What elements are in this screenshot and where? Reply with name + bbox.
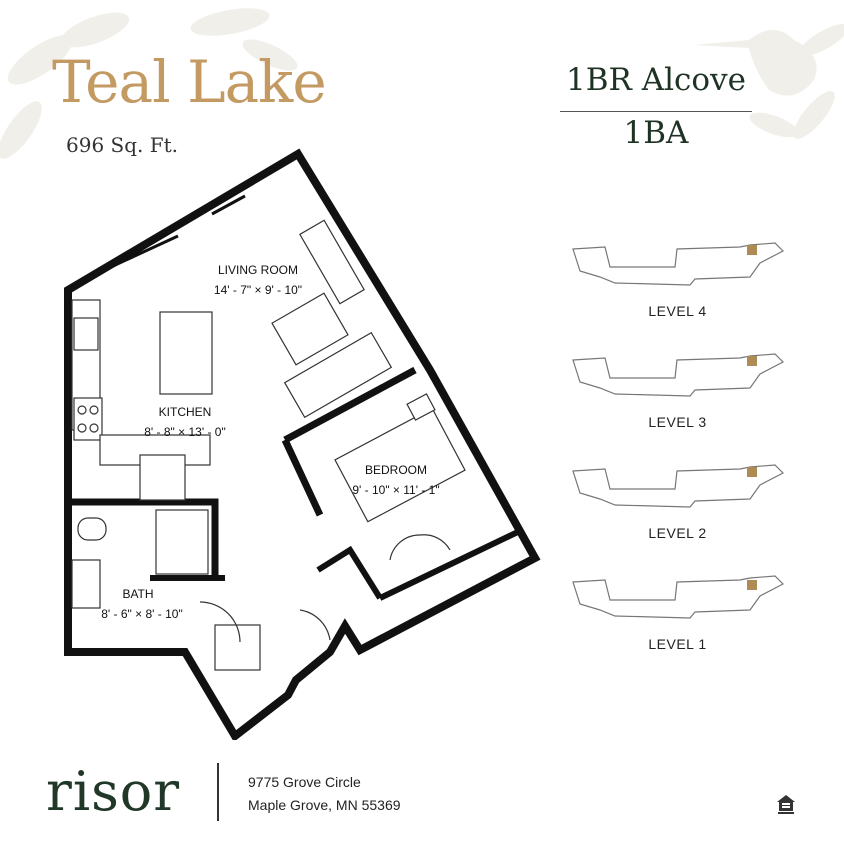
stove bbox=[73, 397, 103, 441]
door-swing bbox=[299, 609, 331, 641]
bath-vanity bbox=[71, 559, 101, 609]
room-size: 14' - 7" × 9' - 10" bbox=[214, 283, 302, 297]
level-label: LEVEL 1 bbox=[648, 636, 707, 652]
equal-housing-opportunity-icon bbox=[777, 795, 795, 814]
room-size: 8' - 6" × 8' - 10" bbox=[101, 607, 182, 621]
kitchen-island bbox=[159, 311, 213, 395]
floor-plan: LIVING ROOM 14' - 7" × 9' - 10" KITCHEN … bbox=[64, 148, 541, 740]
hummingbird-decoration bbox=[694, 23, 844, 139]
address-line-2: Maple Grove, MN 55369 bbox=[248, 797, 401, 813]
bed bbox=[334, 407, 466, 523]
toilet bbox=[77, 517, 107, 541]
bathroom-count: 1BA bbox=[623, 115, 689, 151]
tv-console bbox=[299, 219, 365, 305]
unit-divider bbox=[560, 111, 752, 112]
dining-table bbox=[139, 454, 186, 501]
interior-wall bbox=[281, 438, 324, 517]
nightstand bbox=[406, 393, 436, 421]
level-plan-3: LEVEL 3 bbox=[565, 348, 790, 448]
level-plan-1: LEVEL 1 bbox=[565, 570, 790, 670]
footer-divider bbox=[217, 763, 219, 821]
exterior-wall bbox=[64, 148, 541, 740]
interior-wall bbox=[316, 545, 383, 600]
unit-type: 1BR Alcove bbox=[566, 62, 746, 98]
building-keyplan bbox=[572, 353, 785, 397]
address-line-1: 9775 Grove Circle bbox=[248, 774, 361, 790]
building-keyplan bbox=[572, 575, 785, 619]
room-size: 8' - 8" × 13' - 0" bbox=[144, 425, 225, 439]
interior-wall bbox=[68, 498, 219, 580]
building-keyplan bbox=[572, 242, 785, 286]
shower bbox=[155, 509, 209, 575]
sink bbox=[73, 317, 99, 351]
room-name: KITCHEN bbox=[159, 405, 212, 419]
level-label: LEVEL 4 bbox=[648, 303, 707, 319]
coffee-table bbox=[271, 292, 349, 366]
square-footage: 696 Sq. Ft. bbox=[66, 133, 179, 157]
brand-logo: risor bbox=[46, 760, 181, 823]
window bbox=[99, 194, 246, 274]
leaf-decoration bbox=[0, 8, 298, 159]
room-name: LIVING ROOM bbox=[218, 263, 298, 277]
level-label: LEVEL 3 bbox=[648, 414, 707, 430]
room-size: 9' - 10" × 11' - 1" bbox=[352, 483, 439, 497]
property-title: Teal Lake bbox=[52, 48, 327, 116]
level-plan-4: LEVEL 4 bbox=[565, 237, 790, 337]
room-name: BATH bbox=[122, 587, 153, 601]
interior-wall bbox=[283, 366, 417, 444]
interior-wall bbox=[378, 527, 524, 601]
closet bbox=[214, 624, 261, 671]
level-label: LEVEL 2 bbox=[648, 525, 707, 541]
sofa bbox=[283, 331, 393, 419]
building-keyplan bbox=[572, 464, 785, 508]
door-swing bbox=[199, 601, 241, 643]
level-plan-2: LEVEL 2 bbox=[565, 459, 790, 559]
room-name: BEDROOM bbox=[365, 463, 427, 477]
closet-doors bbox=[389, 534, 451, 561]
